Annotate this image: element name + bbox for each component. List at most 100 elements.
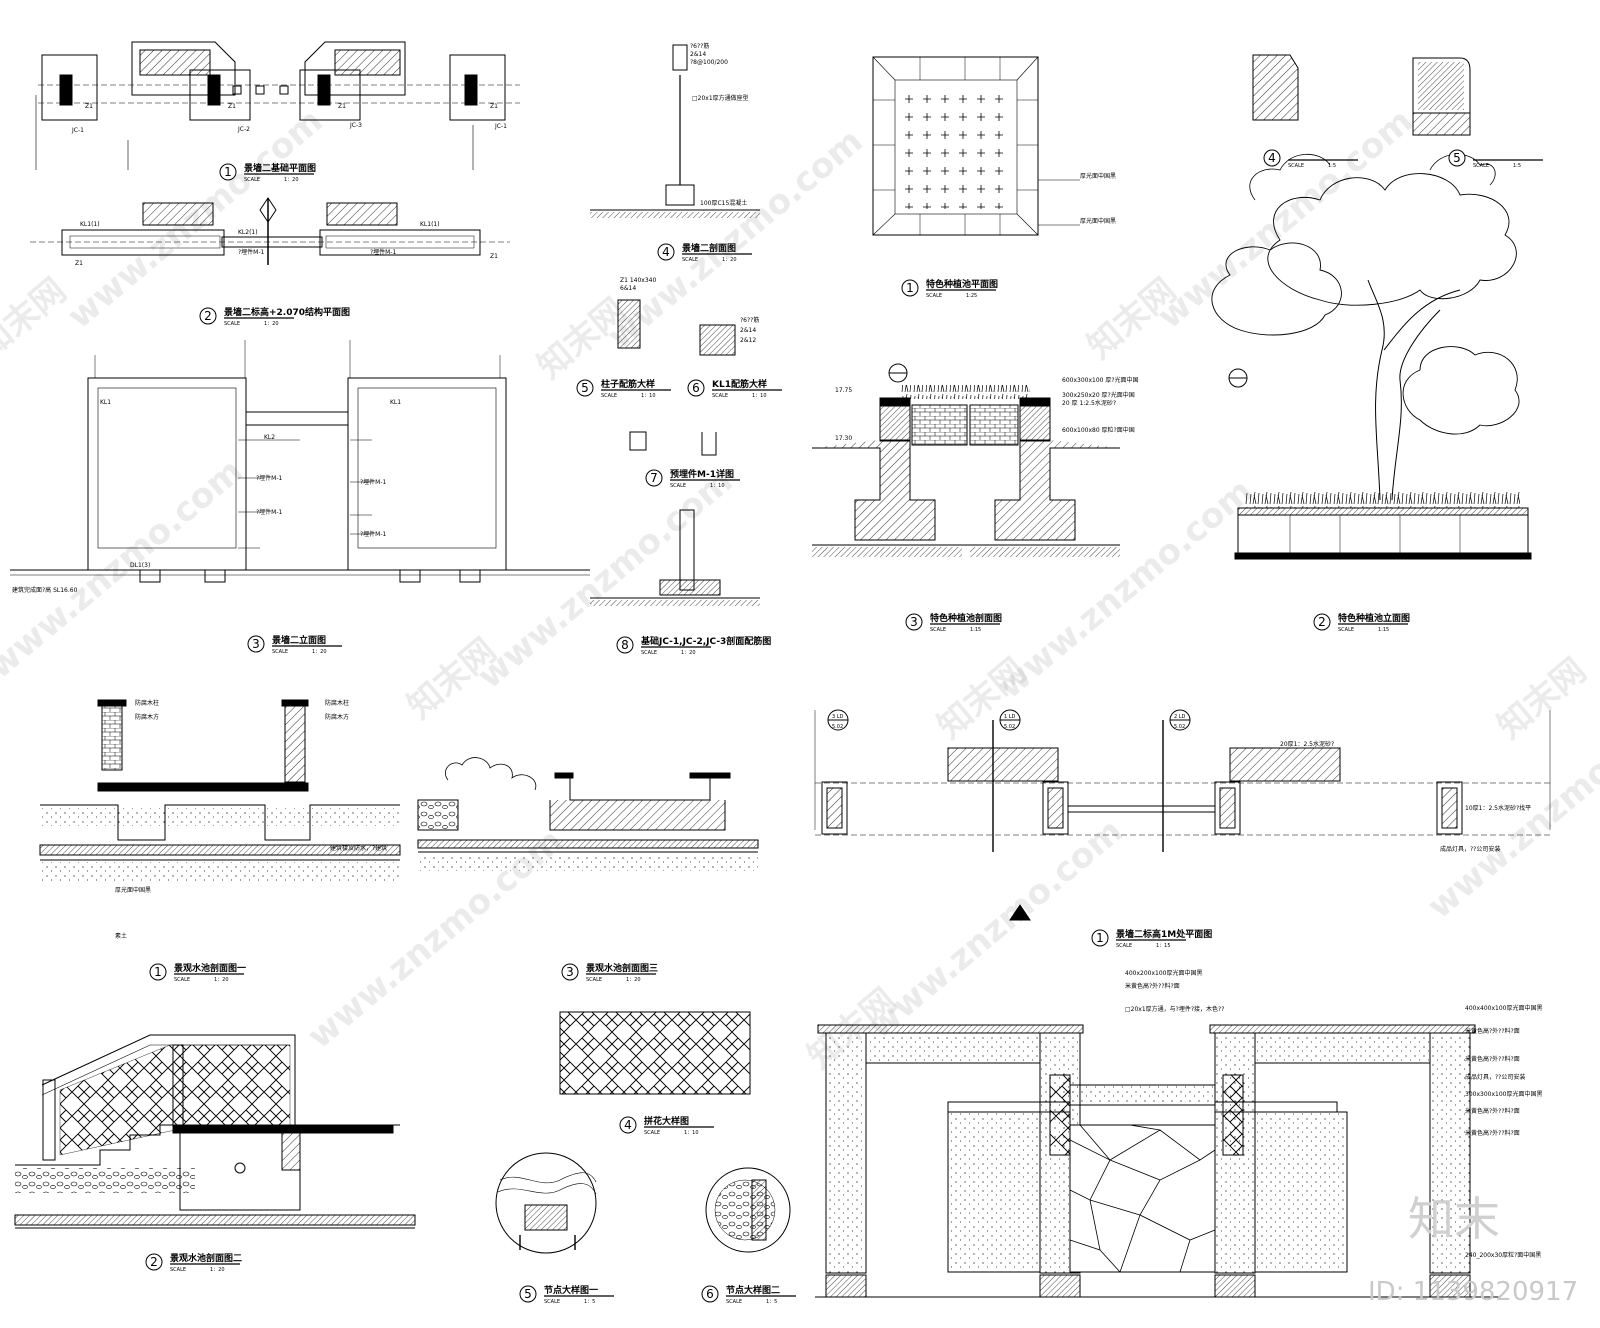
title-text: 景墙二剖面图 — [682, 242, 736, 254]
watermark: www.znzmo.com — [0, 451, 250, 687]
title-number: 5 — [524, 1287, 532, 1301]
title-scale-key: SCALE — [244, 177, 260, 183]
title-scale-value: 1：20 — [722, 257, 737, 263]
title-text: 特色种植池平面图 — [926, 278, 998, 290]
title-number-circle — [1263, 149, 1281, 167]
title-text: 特色种植池剖面图 — [930, 612, 1002, 624]
detail-profiles — [1252, 54, 1471, 136]
label-z1: Z1 — [490, 103, 498, 110]
title-scale-key: SCALE — [682, 257, 698, 263]
title-scale-value: 1：20 — [284, 177, 299, 183]
drawing-title-block: 5 节点大样图一 SCALE 1：5 — [519, 1284, 614, 1305]
title-scale-value: 1：20 — [626, 977, 641, 983]
material-label: 防腐木方 — [135, 713, 159, 721]
material-label: 米黄色高?外??料?面 — [1465, 1107, 1520, 1115]
planter-section — [812, 385, 1120, 557]
title-text: 柱子配筋大样 — [601, 378, 655, 390]
rebar-label: ?8@100/200 — [690, 59, 728, 66]
material-label: 米黄色高?外??料?面 — [1465, 1027, 1520, 1035]
material-label: 300x250x20 厚?光面中国 — [1062, 391, 1135, 399]
pool-section-2 — [14, 1034, 416, 1229]
title-number: 5 — [1453, 151, 1461, 165]
rebar-label: ?6??筋 — [690, 42, 709, 50]
ref-sheet: 5.02 — [1174, 724, 1185, 730]
brand-area: 知末 ID: 1139820917 — [1368, 1192, 1578, 1307]
title-scale-key: SCALE — [670, 483, 686, 489]
title-number: 7 — [650, 471, 658, 485]
title-number: 3 — [910, 615, 918, 629]
title-scale-key: SCALE — [544, 1299, 560, 1305]
title-number: 1 — [224, 165, 232, 179]
label-kl1: KL1(1) — [420, 221, 440, 228]
pool-section-3 — [417, 757, 759, 871]
material-label: 10厚1：2.5水泥砂?找平 — [1465, 804, 1531, 812]
label-m1: ?埋件M-1 — [360, 530, 387, 538]
title-text: 景墙二标高1M处平面图 — [1116, 928, 1212, 940]
title-scale-key: SCALE — [930, 627, 946, 633]
title-text: 景观水池剖面图三 — [586, 962, 658, 974]
title-scale-value: 1:15 — [1378, 627, 1389, 633]
title-text: 景观水池剖面图二 — [170, 1252, 242, 1264]
column-spec: Z1 140x340 — [620, 277, 656, 284]
label-z1: Z1 — [228, 103, 236, 110]
wall-section — [590, 44, 760, 606]
label-kl2: KL2(1) — [238, 229, 258, 236]
ref-sheet: 5.02 — [1004, 724, 1015, 730]
rebar-label: 2&14 — [690, 51, 706, 58]
title-text: 预埋件M-1详图 — [670, 468, 734, 480]
wall-elevation-large — [815, 1024, 1500, 1298]
material-label: 20厚1：2.5水泥砂? — [1280, 740, 1334, 748]
title-number-circle — [576, 379, 594, 397]
label-jc3: JC-3 — [349, 122, 362, 129]
title-text: 景墙二标高+2.070结构平面图 — [224, 306, 350, 318]
title-scale-key: SCALE — [601, 393, 617, 399]
title-number-circle — [901, 279, 919, 297]
title-scale-key: SCALE — [726, 1299, 742, 1305]
title-number: 2 — [1318, 615, 1326, 629]
title-scale-key: SCALE — [1473, 163, 1489, 169]
material-label: 20 厚 1:2.5水泥砂? — [1062, 399, 1116, 407]
title-number-circle — [701, 1285, 719, 1303]
title-scale-value: 1：10 — [752, 393, 767, 399]
label-kl1: KL1(1) — [80, 221, 100, 228]
title-scale-value: 1:25 — [966, 293, 977, 299]
planter-elevation — [1211, 153, 1532, 560]
material-label: 素土 — [115, 932, 127, 940]
material-label: 厚光面中国黑 — [1080, 217, 1116, 225]
title-number: 1 — [906, 281, 914, 295]
section-ref-labels: 3 LD 5.02 1 LD 5.02 2 LD 5.02 — [832, 714, 1186, 730]
label-jc1: JC-1 — [71, 127, 84, 134]
title-scale-key: SCALE — [712, 393, 728, 399]
title-number-circle — [1448, 149, 1466, 167]
title-scale-value: 1：10 — [710, 483, 725, 489]
title-number: 1 — [154, 965, 162, 979]
material-label: 成品灯具，??公司安装 — [1440, 845, 1500, 853]
planter-plan-labels: 厚光面中国黑 厚光面中国黑 — [1080, 172, 1116, 225]
material-label: 防腐木柱 — [325, 699, 349, 707]
wall-elevation — [10, 340, 590, 583]
planter-section-labels: 17.75 17.30 600x300x100 厚?光面中国 300x250x2… — [835, 376, 1139, 442]
label-kl2: KL2 — [264, 434, 275, 441]
title-text: 节点大样图一 — [544, 1284, 598, 1296]
material-label: 600x300x100 厚?光面中国 — [1062, 376, 1139, 384]
title-number: 3 — [566, 965, 574, 979]
title-number-circle — [645, 469, 663, 487]
title-number-circle — [619, 1116, 637, 1134]
material-label: 成品灯具，??公司安装 — [1465, 1073, 1525, 1081]
wall-elevation-large-labels: 400x200x100厚光面中国黑 米黄色高?外??料?面 □20x1厚方通，与… — [1125, 969, 1542, 1259]
title-scale-key: SCALE — [272, 649, 288, 655]
label-kl1: KL1 — [390, 399, 401, 406]
label-kl1: KL1 — [100, 399, 111, 406]
title-scale-value: 1：5 — [584, 1299, 595, 1305]
material-label: 240_200x30厚粒?面中国黑 — [1465, 1251, 1541, 1259]
title-scale-value: 1:5 — [1513, 163, 1521, 169]
title-number-circle — [219, 163, 237, 181]
